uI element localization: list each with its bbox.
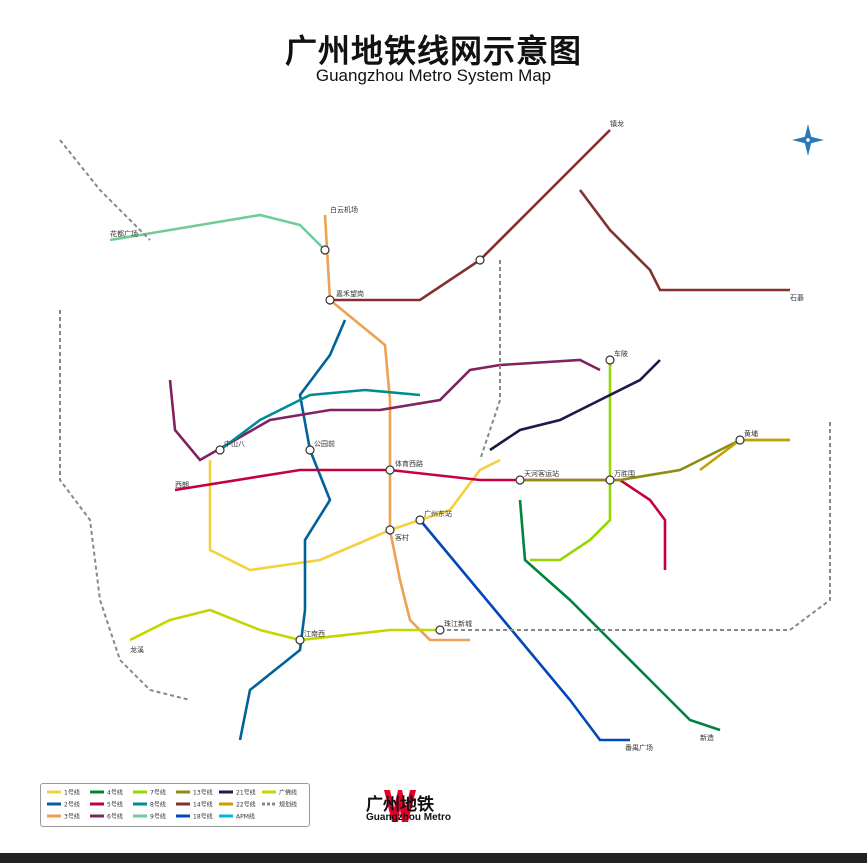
legend-label-line-1: 1号线 (64, 789, 80, 797)
interchange-marker (215, 445, 225, 455)
planned-line-west-route (59, 139, 151, 241)
line-2-route (238, 319, 347, 741)
line-8-route (219, 388, 421, 452)
station-label-xichang: 西朗 (175, 480, 189, 489)
station-label-zhenlong: 镇龙 (610, 119, 624, 128)
line-14-branch-route (578, 189, 790, 292)
line-4-route (518, 499, 721, 732)
line-22-route (699, 438, 790, 472)
legend-label-line-3: 3号线 (64, 813, 80, 821)
station-label-baiyun-airport: 白云机场 (330, 205, 358, 214)
legend-label-line-21: 21号线 (236, 789, 256, 797)
interchange-stations (215, 245, 745, 645)
station-label-huangpu: 黄埔 (744, 429, 758, 438)
line-13-route (520, 438, 790, 482)
legend-label-line-9: 9号线 (150, 813, 166, 821)
station-label-xinzao: 新造 (700, 733, 714, 742)
map-subtitle: Guangzhou Metro System Map (315, 66, 552, 85)
station-label-longxi: 龙溪 (130, 645, 144, 654)
legend-label-line-plan: 规划线 (279, 801, 297, 809)
station-label-tianhe-keyun: 天河客运站 (524, 469, 559, 478)
legend-label-line-gf: 广佛线 (279, 789, 297, 797)
interchange-marker (475, 255, 485, 265)
legend-items: 1号线 2号线 3号线 4号线 5号线 6号线 7号线 8号线 9号线 13号线 14号线 18号线 2… (47, 789, 297, 821)
planned-line-route (479, 260, 501, 461)
map-title: 广州地铁线网示意图 (284, 32, 582, 70)
guangzhou-metro-logo-icon (384, 790, 416, 822)
bottom-bar (0, 853, 867, 863)
interchange-marker (385, 465, 395, 475)
legend-label-line-apm: APM线 (236, 813, 255, 821)
legend-label-line-14: 14号线 (193, 801, 213, 809)
legend-label-line-18: 18号线 (193, 813, 213, 821)
interchange-marker (515, 475, 525, 485)
station-label-jiangnanxi: 江南西 (304, 629, 325, 638)
line-7-route (530, 360, 612, 562)
station-label-guangzhou-dongzhan: 广州东站 (424, 509, 452, 518)
planned-line-sw-route (59, 310, 191, 701)
station-label-zhongshan-ba: 中山八 (224, 439, 245, 448)
line-14-route (330, 129, 611, 302)
station-label-huadu: 花都广场 (110, 229, 138, 238)
interchange-marker (385, 525, 395, 535)
station-label-tiyu-xilu: 体育西路 (395, 459, 423, 468)
legend-label-line-4: 4号线 (107, 789, 123, 797)
interchange-marker (435, 625, 445, 635)
compass-south-arrow (804, 140, 812, 156)
logo-text-zh: 广州地铁 (366, 795, 434, 815)
interchange-marker (605, 355, 615, 365)
interchange-marker (605, 475, 615, 485)
station-label-shiqi: 石碁 (790, 293, 804, 302)
line-legend: 1号线 2号线 3号线 4号线 5号线 6号线 7号线 8号线 9号线 13号线 14号线 18号线 2… (40, 783, 310, 827)
station-label-kecun: 客村 (395, 533, 409, 542)
station-label-jiahewanggang: 嘉禾望岗 (336, 289, 364, 298)
planned-line-east-route (440, 420, 831, 631)
station-label-zhujiang-xincheng: 珠江新城 (444, 619, 472, 628)
legend-label-line-6: 6号线 (107, 813, 123, 821)
interchange-marker (415, 515, 425, 525)
station-label-wanshengwei: 万胜围 (614, 469, 635, 478)
interchange-marker (325, 295, 335, 305)
legend-label-line-13: 13号线 (193, 789, 213, 797)
legend-label-line-2: 2号线 (64, 801, 80, 809)
interchange-marker (295, 635, 305, 645)
guangfo-line-route (129, 608, 440, 642)
interchange-marker (305, 445, 315, 455)
interchange-marker (735, 435, 745, 445)
station-label-panyu-square: 番禺广场 (625, 743, 653, 752)
compass-rose (792, 124, 824, 156)
line-6-route (168, 358, 601, 462)
line-21-route (489, 359, 661, 452)
line-18-route (419, 519, 630, 742)
logo-text-en: Guangzhou Metro (366, 812, 451, 823)
legend-label-line-5: 5号线 (107, 801, 123, 809)
compass-west-arrow (792, 136, 808, 144)
legend-label-line-22: 22号线 (236, 801, 256, 809)
legend-label-line-7: 7号线 (150, 789, 166, 797)
station-label-gongyuanqian: 公园前 (314, 439, 335, 448)
interchange-marker (320, 245, 330, 255)
compass-north-arrow (804, 124, 812, 140)
line-3-route (323, 214, 470, 642)
station-label-chebei: 车陂 (614, 349, 628, 358)
line-9-route (109, 213, 326, 251)
legend-label-line-8: 8号线 (150, 801, 166, 809)
compass-east-arrow (808, 136, 824, 144)
